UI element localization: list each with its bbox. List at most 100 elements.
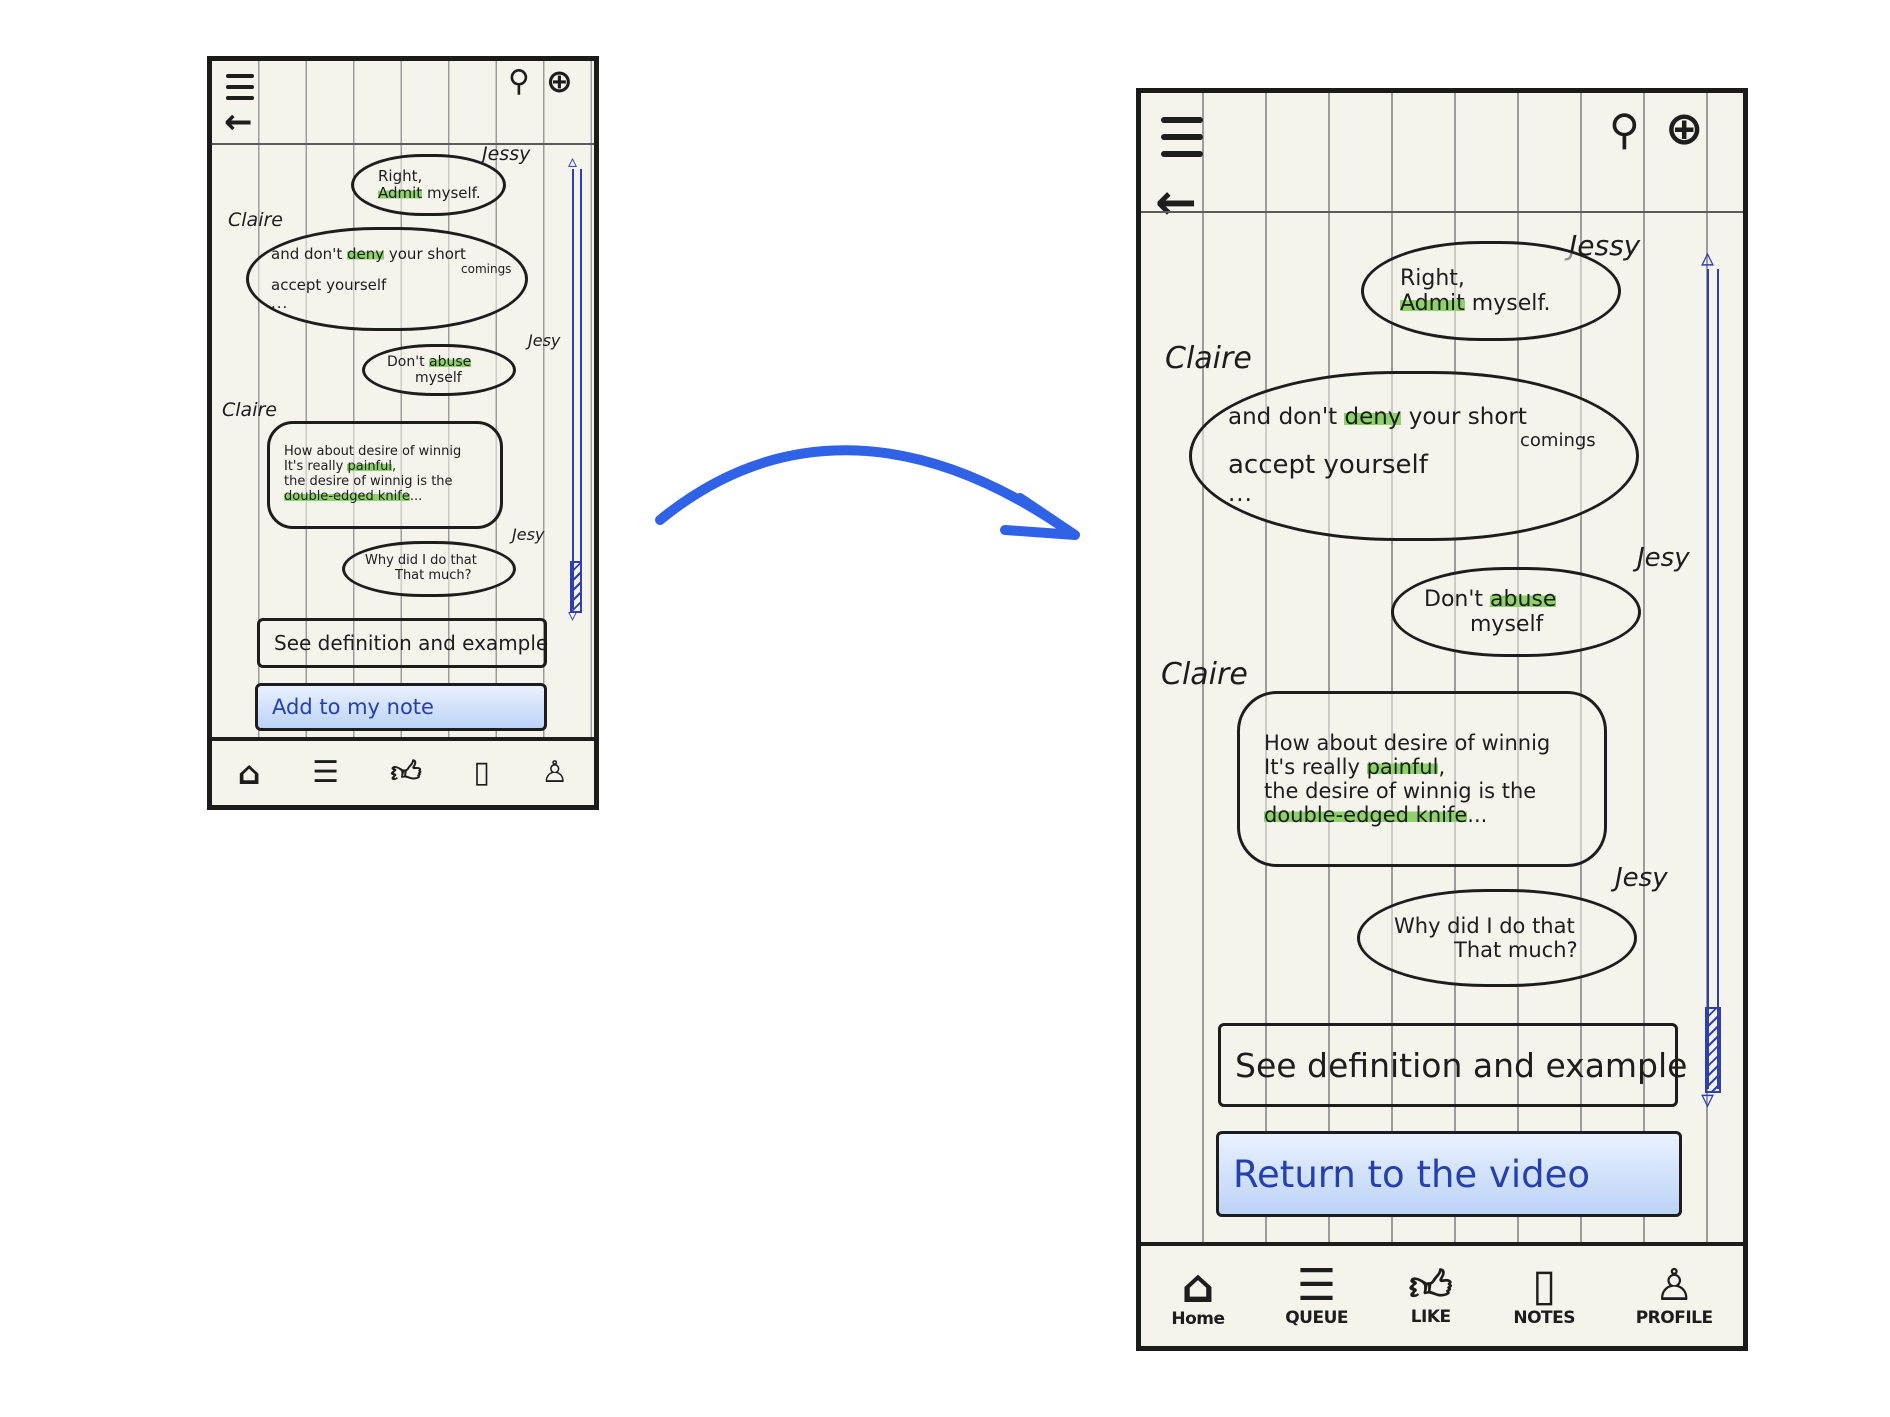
see-definition-button[interactable]: See definition and example [257, 618, 548, 668]
message-line: How about desire of winnig [284, 444, 462, 460]
home-icon: ⌂ [237, 754, 261, 792]
home-icon: ⌂ [1181, 1259, 1215, 1313]
speaker-label: Jessy [482, 143, 531, 165]
tab-bar: ⌂ ☰ 👍︎ ▯ ♙ [212, 737, 594, 805]
scroll-up-arrow[interactable]: ▵ [568, 151, 578, 172]
message-line: accept yourself [1228, 450, 1428, 481]
message-line: That much? [1454, 938, 1578, 962]
tab-notes[interactable]: ▯ [473, 758, 490, 788]
thumbs-up-icon: 👍︎ [1408, 1261, 1453, 1310]
message-bubble: Why did I do that That much? [342, 541, 516, 597]
message-line: the desire of winnig is the [284, 474, 453, 489]
message-bubble: Don't abuse myself [1391, 567, 1641, 657]
scroll-up-arrow[interactable]: ▵ [1701, 243, 1715, 273]
tab-profile[interactable]: ♙ [541, 758, 568, 788]
speaker-label: Claire [1165, 341, 1252, 376]
message-line: Right, [378, 166, 423, 185]
tab-home[interactable]: ⌂ [238, 757, 261, 789]
highlighted-word: painful [347, 459, 392, 475]
speaker-label: Jesy [512, 525, 545, 544]
speaker-label: Claire [1161, 657, 1248, 692]
tab-home[interactable]: ⌂ Home [1171, 1259, 1225, 1329]
tab-label: NOTES [1513, 1308, 1575, 1328]
tab-like[interactable]: 👍︎ LIKE [1408, 1261, 1453, 1328]
message-bubble: Right, Admit myself. [1361, 241, 1621, 341]
transition-arrow-icon [655, 445, 1080, 540]
speaker-label: Jesy [528, 331, 561, 350]
scroll-down-arrow[interactable]: ▿ [1701, 1085, 1715, 1115]
sketch-screen-after: ← ⚲ ⊕ Jessy Right, Admit myself. Claire … [1136, 88, 1748, 1351]
tab-queue[interactable]: ☰ [312, 758, 339, 788]
speaker-label: Jesy [1615, 863, 1668, 893]
tab-label: QUEUE [1285, 1308, 1349, 1328]
queue-icon: ☰ [1296, 1260, 1337, 1311]
message-line: Admit myself. [378, 184, 481, 202]
hamburger-icon[interactable] [1161, 117, 1203, 157]
message-bubble: Right, Admit myself. [351, 154, 506, 216]
tab-queue[interactable]: ☰ QUEUE [1285, 1260, 1349, 1329]
message-line: comings [461, 262, 512, 277]
message-line: Why did I do that [1394, 913, 1575, 938]
globe-icon[interactable]: ⊕ [546, 62, 573, 100]
speaker-label: Claire [222, 399, 277, 421]
queue-icon: ☰ [312, 755, 340, 790]
message-line: ... [271, 293, 289, 312]
header-divider [212, 143, 594, 145]
highlighted-word: abuse [1490, 586, 1557, 612]
notes-icon: ▯ [473, 755, 490, 790]
message-line: and don't deny your short [271, 245, 466, 264]
scrollbar-track[interactable] [1707, 269, 1719, 1089]
message-line: Don't abuse [387, 353, 472, 370]
highlighted-word: deny [1344, 404, 1402, 431]
message-line: Don't abuse [1424, 586, 1557, 612]
return-to-video-button[interactable]: Return to the video [1216, 1131, 1682, 1217]
globe-icon[interactable]: ⊕ [1665, 101, 1704, 155]
tab-bar: ⌂ Home ☰ QUEUE 👍︎ LIKE ▯ NOTES ♙ PROFILE [1141, 1242, 1743, 1346]
tab-label: PROFILE [1635, 1308, 1713, 1328]
tab-label: LIKE [1410, 1307, 1451, 1327]
message-line: double-edged knife... [284, 488, 423, 504]
tab-like[interactable]: 👍︎ [390, 758, 421, 788]
message-bubble: Don't abuse myself [362, 344, 516, 396]
profile-icon: ♙ [541, 755, 569, 790]
message-bubble: How about desire of winnig It's really p… [1237, 691, 1607, 867]
message-line: It's really painful, [1264, 754, 1446, 779]
highlighted-word: double-edged knife [284, 488, 410, 504]
notes-icon: ▯ [1532, 1260, 1557, 1311]
header-divider [1141, 211, 1743, 213]
message-line: Why did I do that [365, 553, 477, 569]
message-bubble: and don't deny your short comings accept… [1189, 371, 1639, 541]
highlighted-word: deny [346, 245, 385, 264]
sketch-screen-before: ← ⚲ ⊕ Jessy Right, Admit myself. Claire … [207, 56, 599, 810]
message-bubble: How about desire of winnig It's really p… [267, 421, 503, 529]
hamburger-icon[interactable] [226, 74, 254, 100]
highlighted-word: Admit [1400, 291, 1465, 316]
back-arrow-icon[interactable]: ← [224, 102, 253, 142]
speaker-label: Jesy [1637, 543, 1690, 573]
search-icon[interactable]: ⚲ [508, 64, 530, 99]
message-line: Right, [1400, 265, 1465, 291]
message-line: It's really painful, [284, 459, 397, 475]
highlighted-word: abuse [429, 353, 472, 370]
message-line: comings [1520, 429, 1596, 451]
search-icon[interactable]: ⚲ [1609, 105, 1640, 154]
tab-profile[interactable]: ♙ PROFILE [1635, 1260, 1713, 1329]
scrollbar-thumb[interactable] [1705, 1007, 1721, 1093]
tab-notes[interactable]: ▯ NOTES [1513, 1260, 1575, 1329]
message-line: That much? [395, 568, 472, 583]
message-line: ... [1228, 481, 1253, 508]
profile-icon: ♙ [1654, 1260, 1694, 1311]
message-line: double-edged knife... [1264, 803, 1488, 828]
add-to-note-button[interactable]: Add to my note [255, 683, 547, 731]
highlighted-word: Admit [378, 184, 423, 202]
scroll-down-arrow[interactable]: ▿ [568, 605, 578, 626]
message-line: myself [415, 370, 462, 386]
scrollbar-track[interactable] [572, 169, 582, 609]
tab-label: Home [1171, 1309, 1225, 1329]
back-arrow-icon[interactable]: ← [1155, 173, 1197, 231]
speaker-label: Claire [228, 209, 283, 231]
thumbs-up-icon: 👍︎ [390, 755, 422, 790]
see-definition-button[interactable]: See definition and example [1218, 1023, 1687, 1107]
scrollbar-thumb[interactable] [570, 561, 582, 613]
highlighted-word: double-edged knife [1264, 803, 1468, 828]
